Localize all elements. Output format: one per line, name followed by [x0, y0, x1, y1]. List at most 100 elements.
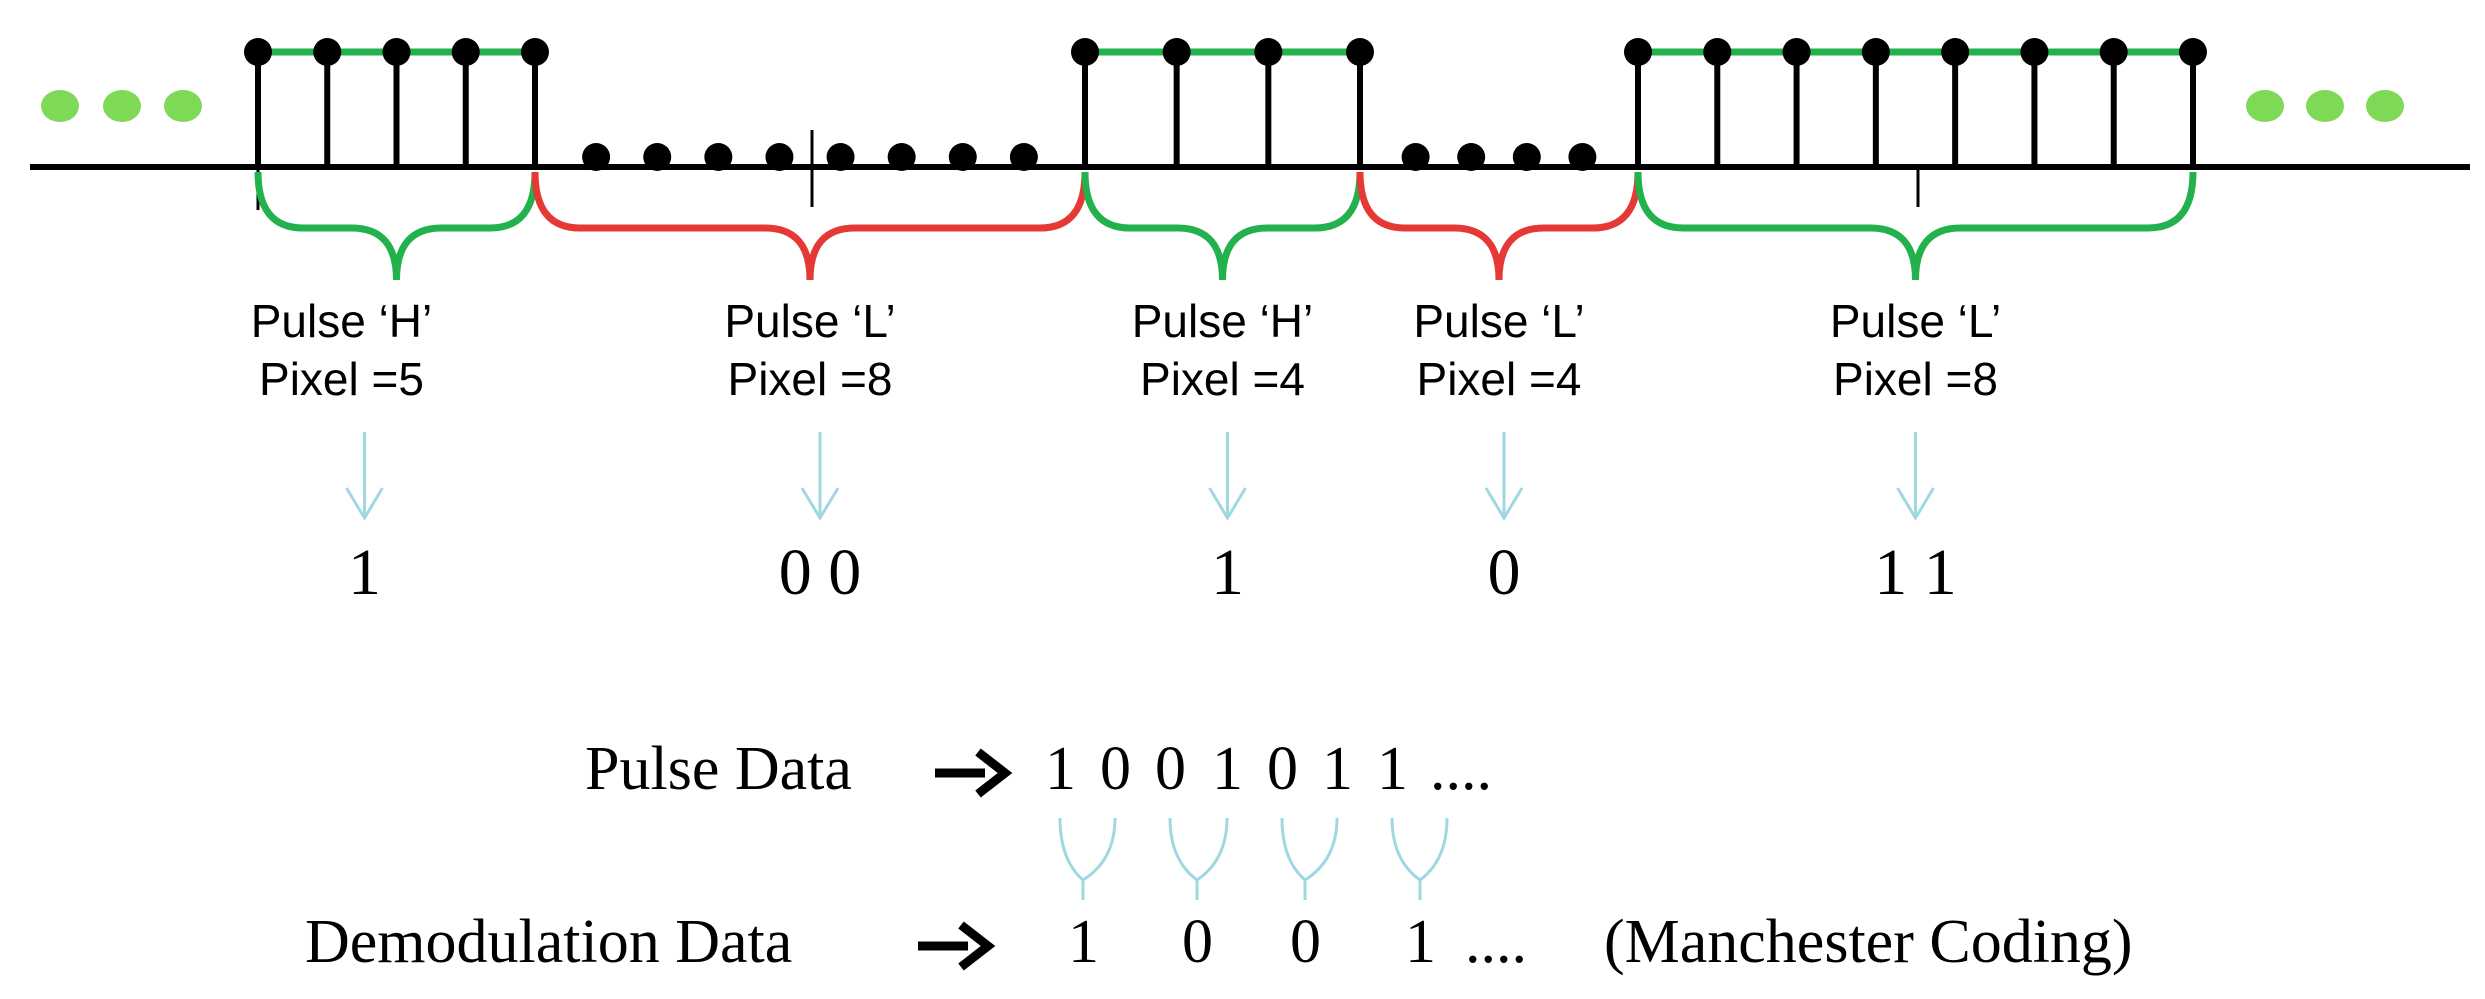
pulse-data-bit: 0	[1267, 735, 1298, 803]
pulse-level-text: Pulse ‘H’	[1131, 295, 1314, 347]
ellipsis-dot	[2246, 90, 2284, 122]
demod-data-bit: 0	[1290, 908, 1321, 976]
pixel-high-dot	[1346, 38, 1374, 66]
pulse-segment-1	[244, 38, 549, 167]
pulse-data-bit: 0	[1155, 735, 1186, 803]
pulse-data-bit: 1	[1212, 735, 1243, 803]
ellipsis-dot	[164, 90, 202, 122]
pixel-low-dot	[826, 143, 855, 171]
segment-bits: 1 1	[1874, 536, 1957, 609]
pixel-count-text: Pixel =5	[259, 353, 424, 405]
pixel-count-text: Pixel =8	[727, 353, 893, 405]
pixel-low-dot	[1401, 143, 1430, 171]
pixel-low-dot	[948, 143, 977, 171]
pulse-segment-3	[1071, 38, 1374, 167]
pixel-low-dot	[765, 143, 794, 171]
pixel-high-dot	[2179, 38, 2207, 66]
pixel-count-text: Pixel =8	[1833, 353, 1998, 405]
ellipsis-dot	[2366, 90, 2404, 122]
pixel-low-dot	[887, 143, 916, 171]
ellipsis-left	[41, 90, 202, 122]
pixel-high-dot	[313, 38, 342, 66]
pixel-low-dot	[1457, 143, 1486, 171]
segment-brace	[1356, 171, 1642, 281]
segment-brace	[1634, 171, 2197, 281]
pair-curve-left	[1168, 817, 1198, 882]
demodulation-data-label: Demodulation Data	[305, 908, 793, 976]
pulse-data-label: Pulse Data	[585, 735, 852, 803]
down-arrow-head	[1896, 487, 1935, 521]
pixel-high-dot	[451, 38, 480, 66]
ellipsis-dot	[41, 90, 79, 122]
pixel-high-dot	[1254, 38, 1283, 66]
pulse-data-bit: 1	[1322, 735, 1353, 803]
pulse-level-text: Pulse ‘L’	[1829, 295, 2002, 347]
down-arrow-head	[1484, 487, 1524, 521]
pulse-data-bit: 0	[1100, 735, 1131, 803]
demod-data-bit: 0	[1182, 908, 1213, 976]
pixel-high-dot	[521, 38, 549, 66]
pair-curve-right	[1304, 817, 1339, 882]
pixel-high-dot	[2020, 38, 2049, 66]
down-arrow-head	[1208, 487, 1247, 521]
pixel-high-dot	[244, 38, 272, 66]
segment-brace	[531, 171, 1089, 281]
pulse-segment-5	[1624, 38, 2207, 167]
demod-data-bit: 1	[1068, 908, 1099, 976]
segment-bits: 1	[348, 536, 381, 609]
segment-bits: 1	[1211, 536, 1244, 609]
pulse-level-text: Pulse ‘L’	[724, 295, 896, 347]
pulse-row-arrow-icon	[935, 748, 1013, 798]
pixel-low-dot	[704, 143, 733, 171]
pixel-low-dot	[1568, 143, 1597, 171]
down-arrow-head	[800, 487, 840, 521]
pixel-count-text: Pixel =4	[1416, 353, 1582, 405]
pair-curve-left	[1390, 817, 1421, 882]
pixel-low-dot	[582, 143, 611, 171]
pair-curve-left	[1280, 817, 1307, 882]
segment-pulse-label: Pulse ‘L’ Pixel =8	[1756, 292, 2076, 408]
segment-pulse-label: Pulse ‘H’ Pixel =4	[1063, 292, 1383, 408]
pairing-curves	[1058, 817, 1449, 900]
segment-pulse-label: Pulse ‘H’ Pixel =5	[182, 292, 502, 408]
manchester-coding-note: (Manchester Coding)	[1604, 908, 2133, 976]
pixel-high-dot	[1162, 38, 1191, 66]
segment-brace	[254, 171, 539, 281]
pixel-low-dot	[1512, 143, 1541, 171]
segment-bits: 0 0	[778, 536, 862, 609]
pulse-segment-4	[1401, 143, 1597, 171]
demod-data-bit: 1	[1405, 908, 1436, 976]
pulse-level-text: Pulse ‘L’	[1413, 295, 1585, 347]
pixel-high-dot	[382, 38, 411, 66]
pair-curve-left	[1058, 817, 1085, 882]
ellipsis-dot	[103, 90, 141, 122]
demod-data-ellipsis: ....	[1465, 908, 1527, 976]
pixel-low-dot	[1009, 143, 1038, 171]
pixel-high-dot	[1941, 38, 1970, 66]
segment-pulse-label: Pulse ‘L’ Pixel =4	[1339, 292, 1659, 408]
demod-row-arrow-icon	[918, 921, 996, 971]
pixel-high-dot	[1071, 38, 1099, 66]
pixel-high-dot	[1703, 38, 1732, 66]
pulse-data-bit: 1	[1377, 735, 1408, 803]
pulse-level-text: Pulse ‘H’	[250, 295, 433, 347]
pixel-high-dot	[1861, 38, 1890, 66]
pixel-high-dot	[1782, 38, 1811, 66]
pulse-data-ellipsis: ....	[1430, 735, 1492, 803]
pulse-data-bit: 1	[1045, 735, 1076, 803]
segment-brace	[1081, 171, 1364, 281]
ellipsis-right	[2246, 90, 2404, 122]
pixel-high-dot	[2099, 38, 2128, 66]
pair-curve-right	[1082, 817, 1117, 882]
down-arrow-head	[345, 487, 384, 521]
pulse-segment-2	[582, 143, 1038, 171]
ellipsis-dot	[2306, 90, 2344, 122]
pair-curve-right	[1196, 817, 1229, 882]
pair-curve-right	[1419, 817, 1449, 882]
pixel-high-dot	[1624, 38, 1652, 66]
pixel-low-dot	[643, 143, 672, 171]
segment-pulse-label: Pulse ‘L’ Pixel =8	[650, 292, 970, 408]
pixel-count-text: Pixel =4	[1140, 353, 1305, 405]
segment-bits: 0	[1487, 536, 1521, 609]
